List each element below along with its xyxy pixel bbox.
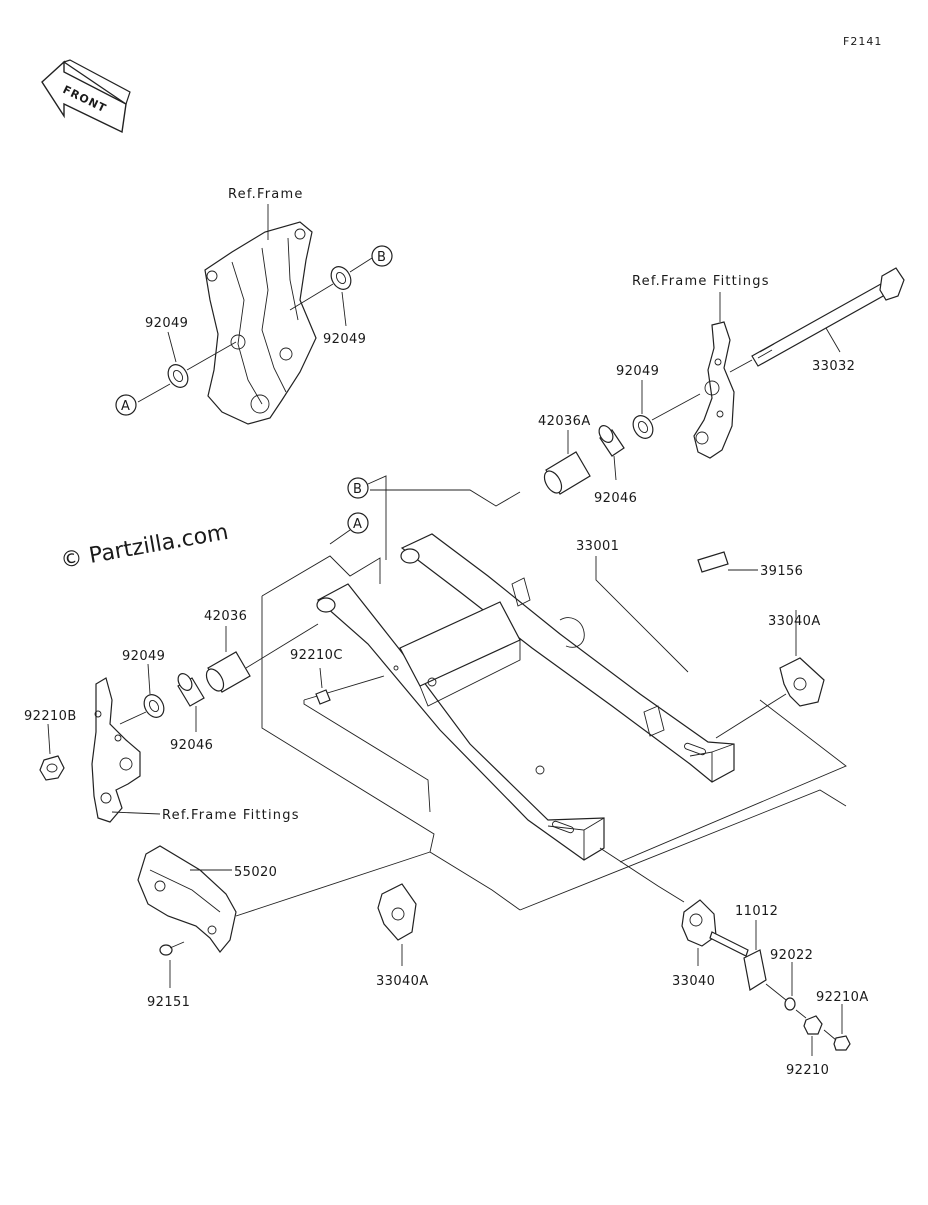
collar-42036 [205,651,251,693]
ref-frame-fittings-left-label: Ref.Frame Fittings [162,808,300,823]
label-92049-a[interactable]: 92049 [145,316,188,331]
label-92022[interactable]: 92022 [770,948,813,963]
ref-frame-fittings-top-label: Ref.Frame Fittings [632,274,770,289]
collar-42036A [543,451,591,495]
callout-b-2: B [347,477,369,499]
frame-fitting-bracket-right [693,321,735,459]
washer-92049-b [330,266,352,290]
nut-92210 [803,1015,823,1035]
bolt-92210C [315,689,331,705]
label-sticker-39156 [697,551,729,573]
svg-text:A: A [121,399,130,414]
label-92049-c[interactable]: 92049 [616,364,659,379]
chain-adjuster-33040 [681,899,749,957]
chain-guard-55020 [137,845,237,953]
needle-bearing-92046-a [598,425,625,457]
label-55020[interactable]: 55020 [234,865,277,880]
washer-92049-a [167,364,189,388]
frame-fitting-bracket-left [91,677,141,823]
figure-code: F2141 [843,35,882,48]
label-11012[interactable]: 11012 [735,904,778,919]
callout-a: A [115,394,137,416]
label-92046-a[interactable]: 92046 [594,491,637,506]
washer-92049-c [632,415,654,439]
label-92210C[interactable]: 92210C [290,648,343,663]
front-arrow-icon: FRONT [41,59,131,134]
needle-bearing-92046-b [177,673,205,707]
label-92210[interactable]: 92210 [786,1063,829,1078]
callout-a-2: A [347,512,369,534]
label-33040[interactable]: 33040 [672,974,715,989]
label-92049-b[interactable]: 92049 [323,332,366,347]
watermark-text: © Partzilla.com [59,520,231,574]
label-33040A-a[interactable]: 33040A [768,614,821,629]
label-33001[interactable]: 33001 [576,539,619,554]
svg-text:B: B [377,250,386,265]
chain-adjuster-33040A-bottom [377,883,417,941]
label-42036[interactable]: 42036 [204,609,247,624]
label-33040A-b[interactable]: 33040A [376,974,429,989]
label-92210B[interactable]: 92210B [24,709,77,724]
label-92151[interactable]: 92151 [147,995,190,1010]
plate-11012 [743,949,767,991]
nut-92210A [833,1035,851,1051]
label-39156[interactable]: 39156 [760,564,803,579]
svg-text:A: A [353,517,362,532]
washer-92022 [784,997,796,1011]
pivot-shaft-33032 [751,267,905,367]
bolt-92151 [159,941,185,956]
label-92049-d[interactable]: 92049 [122,649,165,664]
label-92046-b[interactable]: 92046 [170,738,213,753]
swingarm-33001 [316,533,735,861]
svg-text:B: B [353,482,362,497]
label-92210A[interactable]: 92210A [816,990,869,1005]
chain-adjuster-33040A-right [779,657,825,707]
washer-92049-d [143,694,165,718]
label-42036A[interactable]: 42036A [538,414,591,429]
nut-92210B [39,755,65,781]
label-33032[interactable]: 33032 [812,359,855,374]
ref-frame-label: Ref.Frame [228,187,304,202]
callout-b: B [371,245,393,267]
frame-plate [204,221,317,425]
